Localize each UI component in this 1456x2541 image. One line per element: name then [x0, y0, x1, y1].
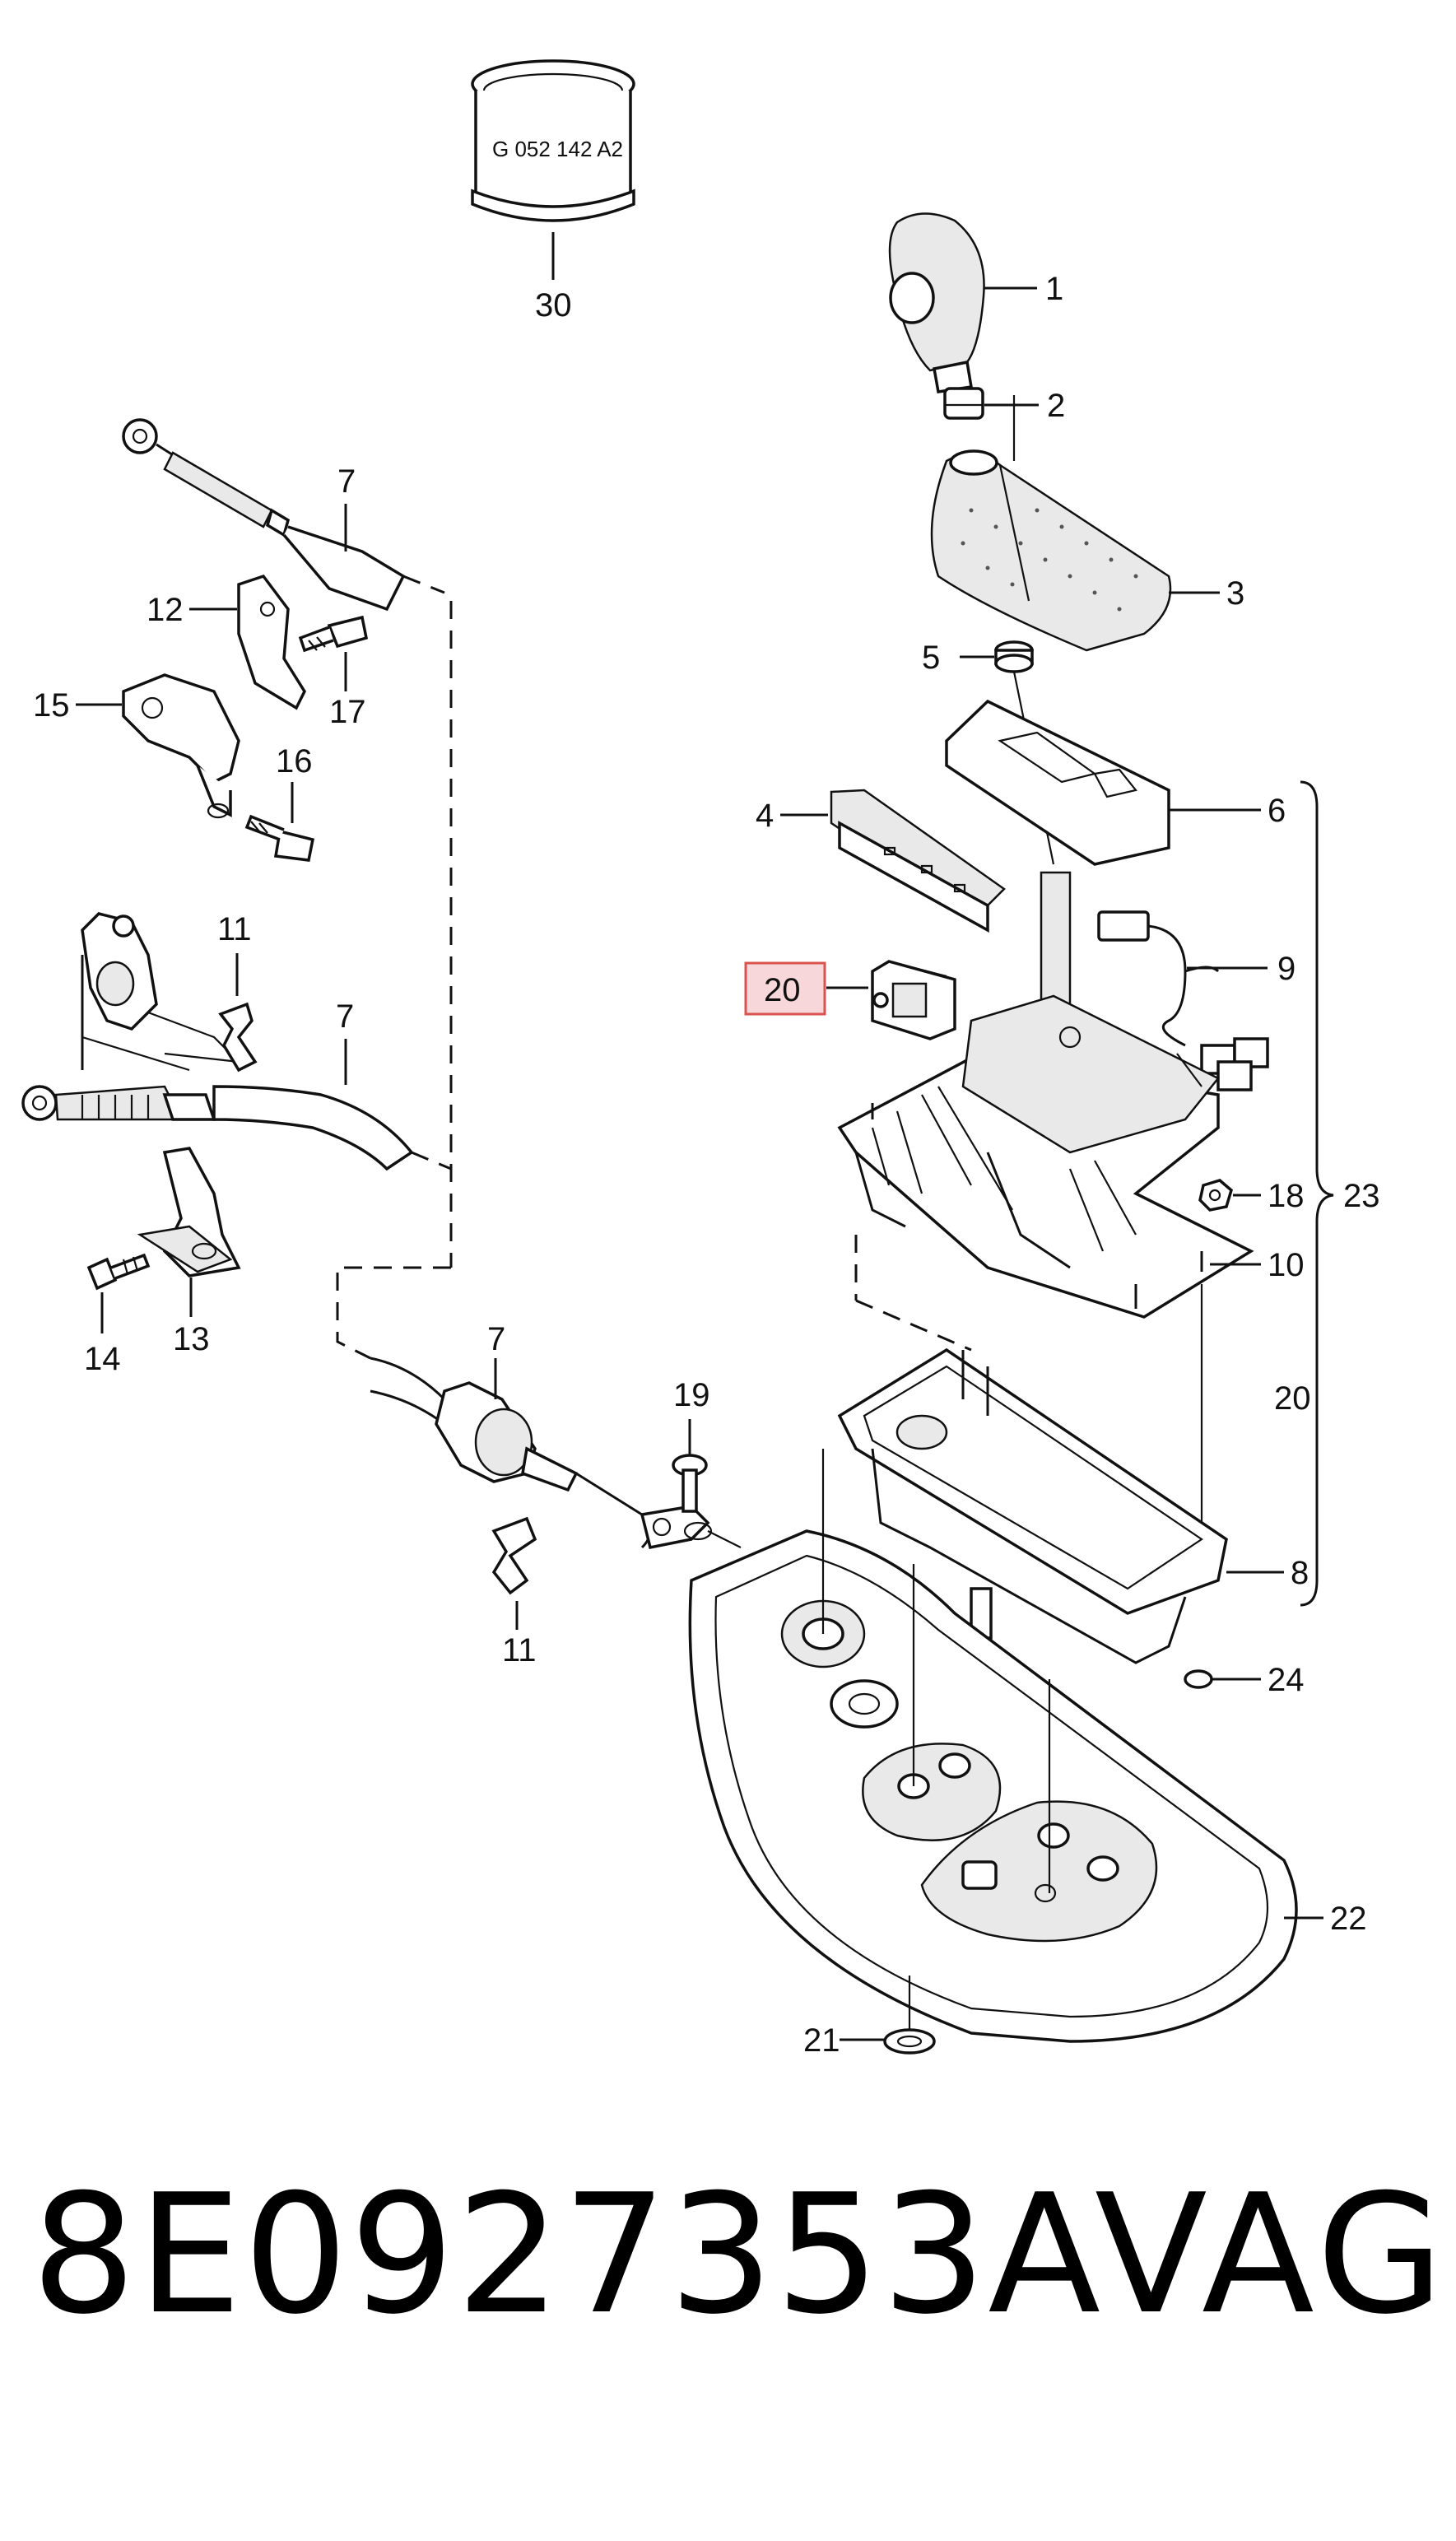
label-21: 21 [803, 2022, 840, 2059]
pin-19 [672, 1454, 708, 1513]
grommet-21 [883, 2028, 936, 2055]
label-13: 13 [173, 1321, 210, 1357]
label-7c: 7 [487, 1321, 505, 1357]
label-7a: 7 [337, 463, 356, 500]
label-20b: 20 [1274, 1380, 1311, 1417]
label-1: 1 [1045, 271, 1063, 307]
selector-mechanism [837, 871, 1254, 1319]
label-9: 9 [1277, 951, 1296, 987]
highlight-box-20 [744, 961, 826, 1016]
label-20: 20 [764, 972, 801, 1008]
bushing [943, 387, 984, 420]
brand-name: VAG [1095, 2159, 1449, 2351]
grease-canister: G 052 142 A2 [471, 59, 635, 280]
label-16: 16 [276, 743, 313, 780]
cable-middle [21, 1085, 414, 1171]
part-number: 8E0927353A [31, 2159, 1103, 2351]
label-12: 12 [147, 592, 184, 628]
label-4: 4 [756, 798, 774, 834]
cable-lower [370, 1357, 713, 1550]
label-10: 10 [1268, 1247, 1305, 1283]
label-8: 8 [1291, 1555, 1309, 1591]
housing-tray [837, 1347, 1228, 1664]
shift-boot [930, 449, 1172, 652]
base-plate [688, 1529, 1298, 2043]
label-23: 23 [1343, 1178, 1380, 1214]
bracket-13 [137, 1147, 241, 1277]
label-6: 6 [1268, 793, 1286, 829]
gear-knob [888, 212, 985, 393]
nut-24 [1184, 1669, 1213, 1689]
label-30: 30 [535, 287, 572, 323]
clip-11-upper [218, 1002, 258, 1073]
label-14: 14 [84, 1341, 121, 1377]
bolt-14 [86, 1253, 151, 1291]
bracket-15 [122, 673, 240, 819]
lock-solenoid [871, 960, 956, 1040]
nut-18 [1198, 1179, 1234, 1212]
label-24: 24 [1268, 1662, 1305, 1698]
wiring-harness [1097, 910, 1269, 1091]
label-3: 3 [1226, 575, 1244, 612]
label-11b: 11 [502, 1632, 537, 1668]
canister-text: G 052 142 A2 [492, 137, 623, 161]
bolt-17 [298, 615, 369, 653]
retaining-ring [994, 640, 1034, 673]
label-19: 19 [673, 1377, 710, 1413]
selector-indicator [830, 789, 1006, 933]
clip-11-lower [491, 1516, 537, 1595]
cable-upper [122, 418, 406, 612]
label-5: 5 [922, 640, 940, 676]
label-17: 17 [329, 694, 366, 730]
label-7b: 7 [336, 998, 354, 1035]
shift-cover-plate [945, 699, 1170, 866]
bolt-16 [244, 814, 315, 862]
label-2: 2 [1047, 388, 1065, 424]
label-15: 15 [33, 687, 70, 724]
bracket-12 [237, 574, 307, 710]
label-11a: 11 [217, 911, 252, 947]
selector-lever-lower [81, 912, 241, 1072]
label-22: 22 [1330, 1901, 1367, 1937]
label-18: 18 [1268, 1178, 1305, 1214]
